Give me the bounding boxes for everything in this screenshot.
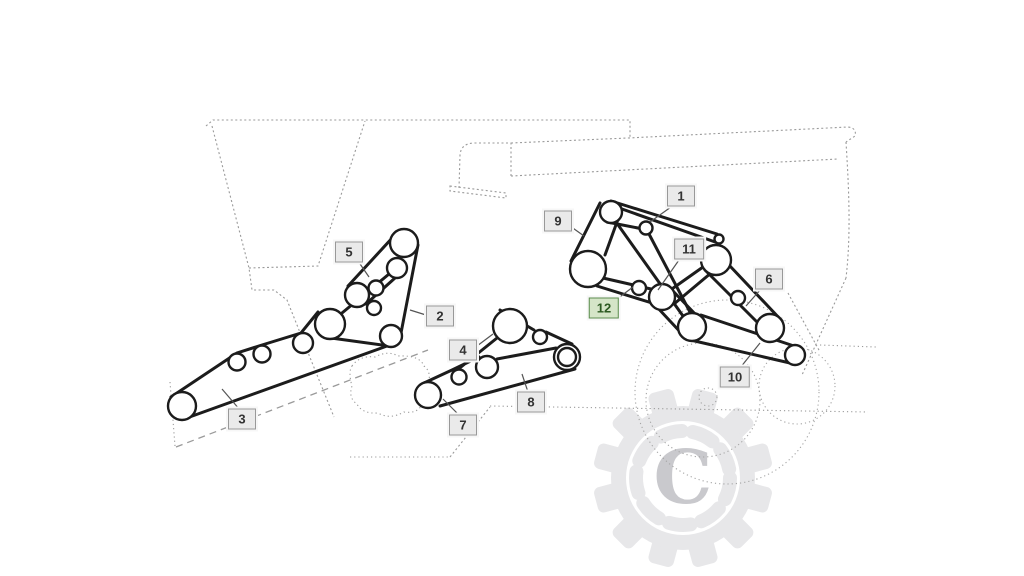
part-label-1[interactable]: 1 [667,185,695,207]
leader-line-6 [745,288,762,307]
part-label-8[interactable]: 8 [517,391,545,413]
belt-10 [684,313,796,365]
part-label-3[interactable]: 3 [228,408,256,430]
leader-line-11 [657,259,680,291]
watermark-letter: C [654,435,713,521]
belt-3 [169,310,389,421]
leader-line-7 [442,398,460,416]
leader-line-4 [476,333,494,347]
leader-line-3 [221,388,241,411]
part-label-11[interactable]: 11 [674,238,704,260]
pulleys [166,199,807,422]
leader-line-9 [569,225,585,237]
belts [169,199,796,421]
leader-line-2 [409,309,427,316]
part-label-4[interactable]: 4 [449,339,477,361]
part-label-7[interactable]: 7 [449,414,477,436]
leader-line-1 [649,206,672,223]
part-label-2[interactable]: 2 [426,305,454,327]
watermark-gear: C [594,389,772,567]
part-label-12[interactable]: 12 [588,297,620,319]
leader-lines [221,206,762,416]
belt-1 [609,199,720,245]
part-label-5[interactable]: 5 [335,241,363,263]
part-label-9[interactable]: 9 [544,210,572,232]
part-label-10[interactable]: 10 [719,366,751,388]
leader-line-10 [739,342,761,369]
belt-12 [595,265,713,338]
leader-line-8 [521,373,529,393]
leader-line-12 [616,286,634,300]
part-label-6[interactable]: 6 [755,268,783,290]
machine-outline [169,119,877,485]
leader-line-5 [357,260,370,278]
